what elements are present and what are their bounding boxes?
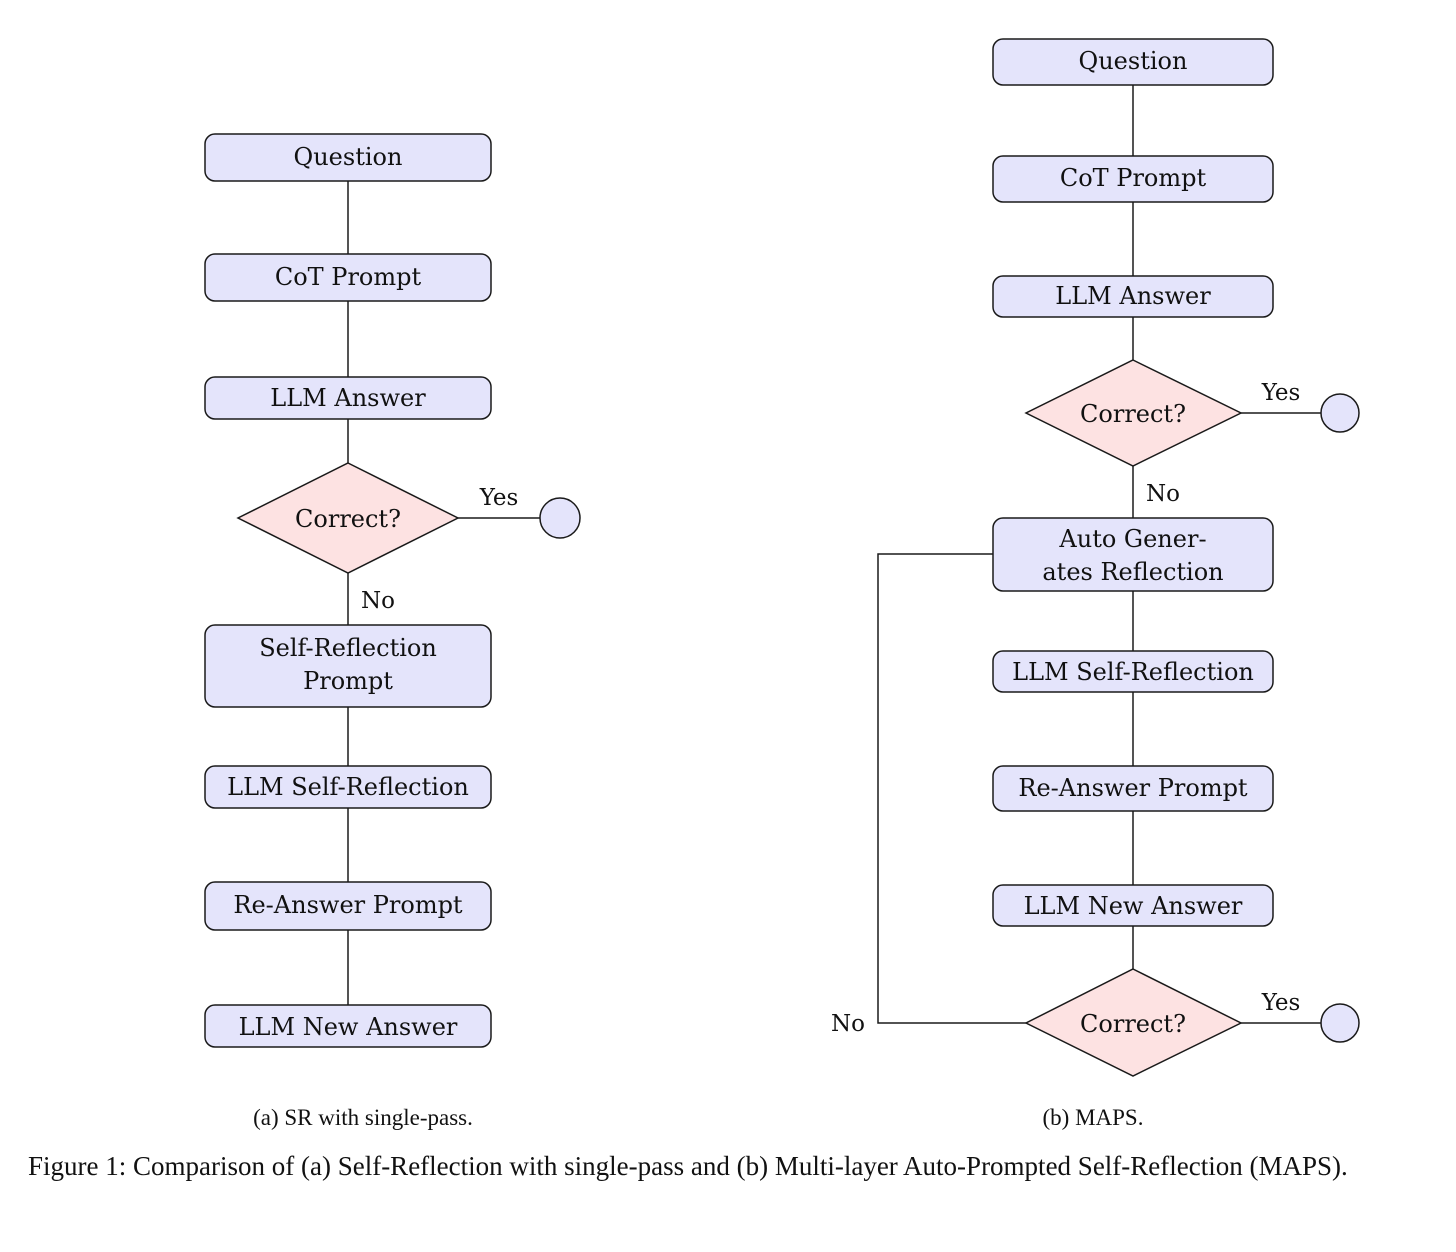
right-cot-prompt-node: CoT Prompt [992,155,1274,203]
left-llm-self-reflection-node: LLM Self-Reflection [204,765,492,809]
left-no-label: No [361,588,395,614]
left-connectors [347,181,540,1005]
left-llm-new-answer-node: LLM New Answer [204,1004,492,1048]
right-question-node: Question [992,38,1274,86]
left-self-reflection-prompt-line2: Prompt [303,667,393,695]
left-subcaption: (a) SR with single-pass. [253,1105,473,1130]
left-correct-label: Correct? [295,505,401,533]
left-llm-answer-label: LLM Answer [270,384,426,412]
right-flowchart: Question CoT Prompt LLM Answer Correct? … [831,38,1360,1077]
left-cot-prompt-label: CoT Prompt [275,263,422,291]
left-flowchart: Question CoT Prompt LLM Answer Correct? … [204,133,581,1048]
right-connectors [877,85,1321,1024]
left-llm-answer-node: LLM Answer [204,376,492,420]
right-correct-decision-2: Correct? [1024,968,1243,1077]
right-llm-self-reflection-node: LLM Self-Reflection [992,650,1274,693]
right-yes-terminal-1 [1320,393,1360,433]
right-llm-answer-label: LLM Answer [1055,282,1211,310]
left-re-answer-prompt-label: Re-Answer Prompt [233,891,463,919]
left-self-reflection-prompt-line1: Self-Reflection [259,634,437,662]
left-llm-new-answer-label: LLM New Answer [239,1013,458,1041]
right-llm-new-answer-label: LLM New Answer [1024,892,1243,920]
right-auto-generates-line2: ates Reflection [1042,558,1223,586]
right-correct-label-1: Correct? [1080,400,1186,428]
left-yes-terminal [539,497,581,539]
left-correct-decision: Correct? [236,462,460,574]
left-self-reflection-prompt-node: Self-Reflection Prompt [204,624,492,708]
right-cot-prompt-label: CoT Prompt [1060,164,1207,192]
figure-caption: Figure 1: Comparison of (a) Self-Reflect… [28,1151,1348,1181]
right-auto-generates-reflection-node: Auto Gener- ates Reflection [992,517,1274,592]
right-no-label-1: No [1146,481,1180,507]
right-question-label: Question [1079,47,1188,75]
right-re-answer-prompt-label: Re-Answer Prompt [1018,774,1248,802]
left-question-label: Question [294,143,403,171]
right-llm-new-answer-node: LLM New Answer [992,884,1274,927]
right-llm-answer-node: LLM Answer [992,275,1274,318]
right-yes-terminal-2 [1320,1003,1360,1043]
left-llm-self-reflection-label: LLM Self-Reflection [227,773,469,801]
right-yes-label-2: Yes [1261,990,1301,1016]
right-correct-decision-1: Correct? [1024,359,1243,467]
right-subcaption: (b) MAPS. [1043,1105,1144,1130]
left-question-node: Question [204,133,492,182]
right-yes-label-1: Yes [1261,380,1301,406]
left-yes-label: Yes [479,485,519,511]
right-no-label-2: No [831,1011,865,1037]
left-cot-prompt-node: CoT Prompt [204,253,492,302]
left-re-answer-prompt-node: Re-Answer Prompt [204,881,492,931]
right-llm-self-reflection-label: LLM Self-Reflection [1012,658,1254,686]
right-auto-generates-line1: Auto Gener- [1058,525,1206,553]
right-correct-label-2: Correct? [1080,1010,1186,1038]
right-re-answer-prompt-node: Re-Answer Prompt [992,765,1274,812]
